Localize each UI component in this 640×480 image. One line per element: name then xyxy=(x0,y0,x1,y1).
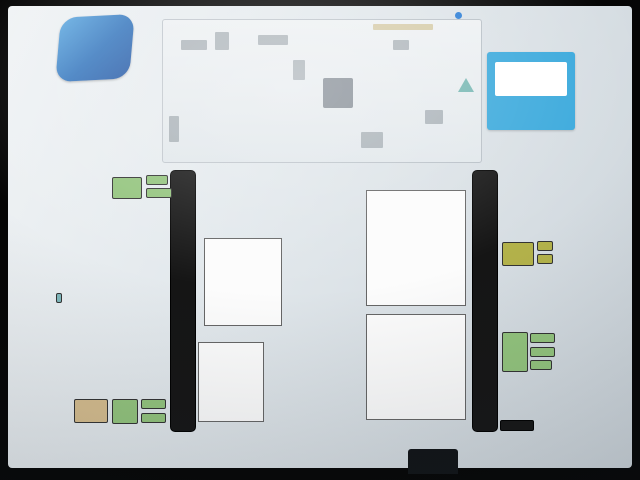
chip-analog-in-left xyxy=(74,399,108,423)
board-component xyxy=(373,24,433,30)
same-as-cn8-box xyxy=(198,342,264,422)
chip-spi3-mosi xyxy=(146,188,172,198)
chip-spi2-right-miso xyxy=(530,347,555,357)
board-component xyxy=(425,110,443,124)
chip-serial6-rx xyxy=(537,241,553,251)
chip-spi3-sck xyxy=(146,175,168,185)
mbed-logo-text xyxy=(495,62,567,96)
same-as-cn9-box xyxy=(366,314,466,420)
chip-serial6 xyxy=(502,242,534,266)
left-pin-header xyxy=(170,170,196,432)
photo-shadow xyxy=(408,449,458,474)
chip-spi2-right-sck xyxy=(530,360,552,370)
board-photo xyxy=(162,19,482,163)
mbed-enabled-badge xyxy=(487,52,575,130)
mcu-chip xyxy=(323,78,353,108)
chip-serial1-rx xyxy=(56,293,62,303)
board-component xyxy=(181,40,207,50)
board-component xyxy=(361,132,383,148)
chip-spi2-right-mosi xyxy=(530,333,555,343)
pin-column-right-outer xyxy=(498,174,628,436)
board-component xyxy=(258,35,288,45)
right-pin-header xyxy=(472,170,498,432)
chip-spi3-left xyxy=(112,177,142,199)
board-component xyxy=(215,32,229,50)
chip-spi2-right xyxy=(502,332,528,372)
board-component xyxy=(169,116,179,142)
board-component xyxy=(393,40,409,50)
st-logo xyxy=(55,13,135,83)
same-as-cn5-box xyxy=(366,190,466,306)
chip-serial6-tx xyxy=(537,254,553,264)
same-as-cn6-box xyxy=(204,238,282,326)
chip-spi2-left-miso xyxy=(141,399,166,409)
chip-spi2-left-mosi xyxy=(141,413,166,423)
pin-column-left-outer xyxy=(18,174,170,436)
blue-led-dot xyxy=(455,12,462,19)
board-component xyxy=(293,60,305,80)
triangle-mark xyxy=(458,78,474,92)
pin-gnd-bottom-right xyxy=(500,420,534,431)
chip-spi2-left xyxy=(112,399,138,424)
